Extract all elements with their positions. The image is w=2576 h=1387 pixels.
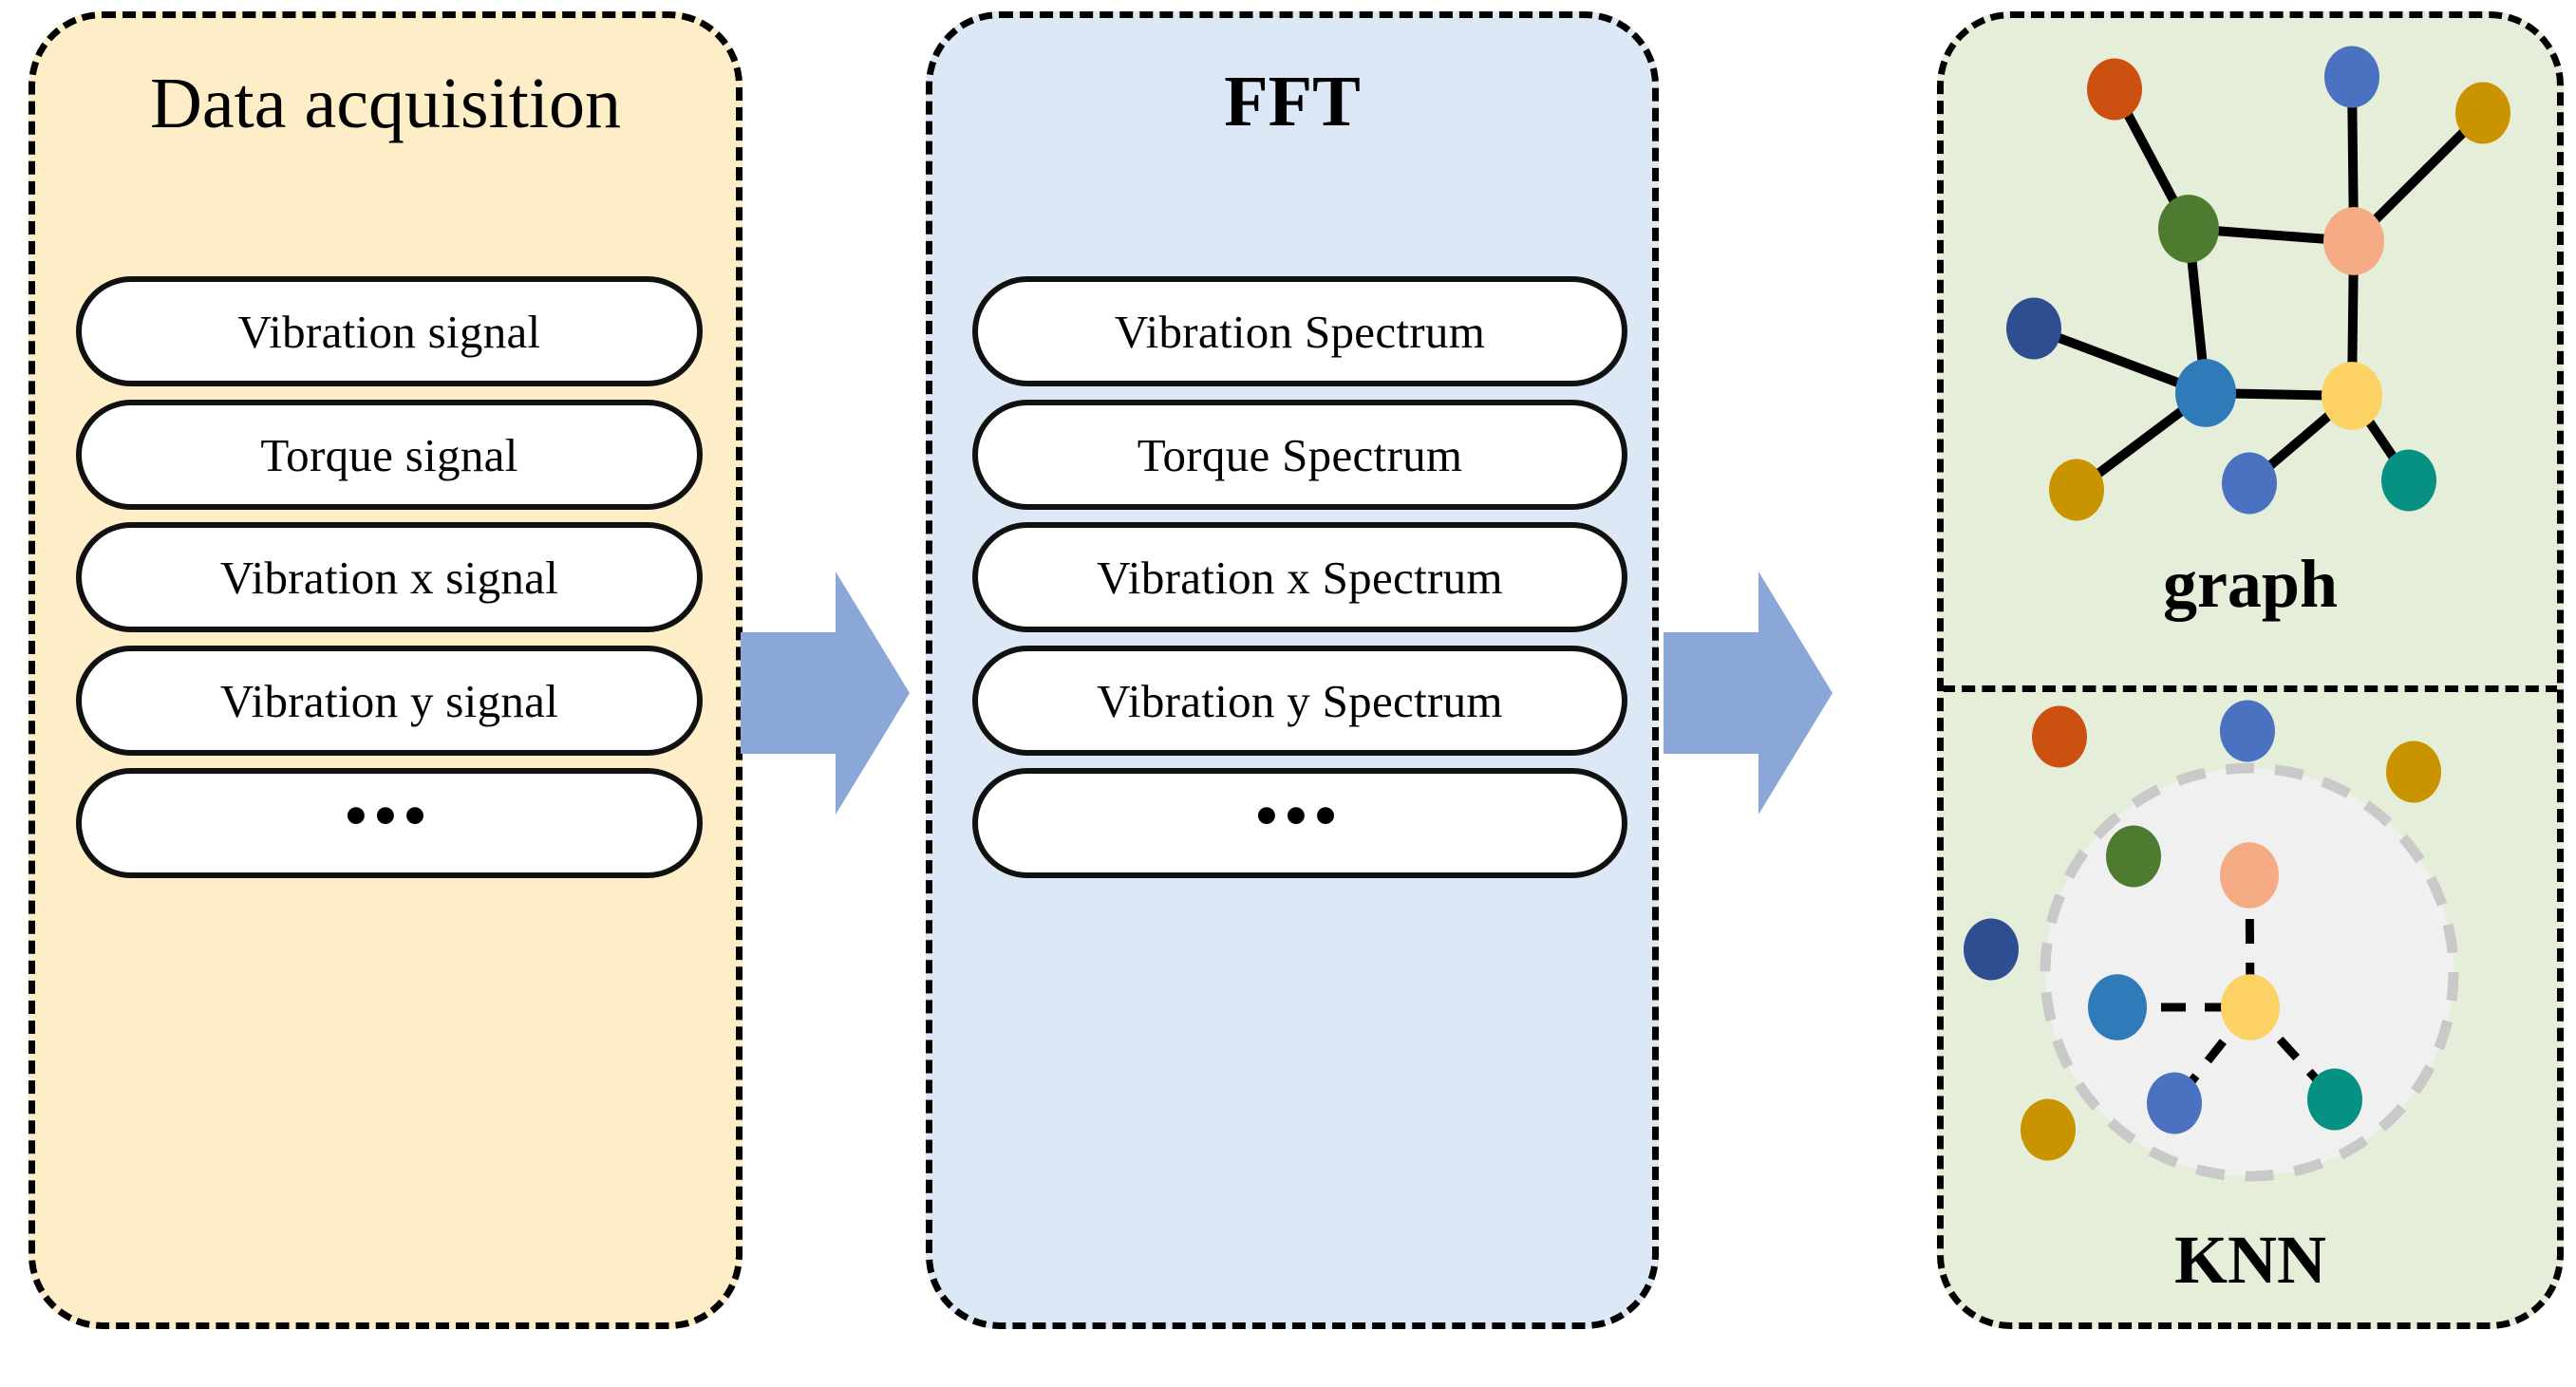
pill-label: Vibration y Spectrum bbox=[1097, 674, 1503, 727]
graph-nodes bbox=[2006, 46, 2510, 521]
pill-vibration-y-spectrum[interactable]: Vibration y Spectrum bbox=[972, 646, 1627, 756]
pill-vibration-x-signal[interactable]: Vibration x signal bbox=[76, 522, 703, 632]
graph-node-forest bbox=[2106, 825, 2161, 888]
panel-title-fft: FFT bbox=[1224, 62, 1361, 141]
graph-node-salmon bbox=[2323, 207, 2384, 275]
graph-node-yellow bbox=[2221, 974, 2280, 1040]
panel-title-data-acquisition: Data acquisition bbox=[150, 64, 621, 143]
graph-node-navy bbox=[2006, 297, 2061, 360]
graph-node-rust bbox=[2087, 58, 2142, 121]
graph-node-blue-bot bbox=[2147, 1072, 2202, 1134]
graph-node-steel bbox=[2175, 359, 2236, 427]
graph-node-ochre-bot bbox=[2021, 1098, 2076, 1161]
pill-vibration-x-spectrum[interactable]: Vibration x Spectrum bbox=[972, 522, 1627, 632]
graph-node-yellow bbox=[2322, 362, 2382, 430]
graph-node-ochre-top bbox=[2455, 82, 2510, 144]
pill-label: Vibration signal bbox=[237, 305, 541, 358]
graph-node-ochre-bot bbox=[2049, 459, 2104, 521]
graph-node-cornflower bbox=[2324, 46, 2379, 108]
graph-section-label: graph bbox=[2162, 546, 2339, 622]
graph-node-navy bbox=[1964, 918, 2019, 981]
graph-edges bbox=[2032, 76, 2487, 494]
pill-label: Vibration x signal bbox=[219, 551, 559, 604]
knn-section-label: KNN bbox=[2174, 1222, 2326, 1298]
graph-node-salmon bbox=[2220, 842, 2279, 909]
ellipsis-icon: ••• bbox=[1255, 781, 1344, 851]
pill-ellipsis-acquisition[interactable]: ••• bbox=[76, 768, 703, 878]
pill-label: Vibration y signal bbox=[219, 674, 559, 727]
graph-knn-divider bbox=[1944, 685, 2557, 692]
pill-ellipsis-fft[interactable]: ••• bbox=[972, 768, 1627, 878]
knn-nodes bbox=[1964, 700, 2441, 1161]
panel-graph-knn: graph KNN bbox=[1937, 11, 2564, 1329]
graph-node-blue-bot bbox=[2222, 452, 2277, 515]
graph-node-forest bbox=[2158, 195, 2219, 263]
panel-data-acquisition: Data acquisition Vibration signal Torque… bbox=[28, 11, 743, 1329]
pill-label: Vibration x Spectrum bbox=[1097, 551, 1503, 604]
graph-network-diagram bbox=[2006, 46, 2510, 521]
pill-vibration-y-signal[interactable]: Vibration y signal bbox=[76, 646, 703, 756]
graph-node-steel bbox=[2088, 974, 2147, 1040]
pill-vibration-spectrum[interactable]: Vibration Spectrum bbox=[972, 276, 1627, 386]
graph-node-teal bbox=[2381, 449, 2436, 512]
graph-node-teal bbox=[2307, 1068, 2362, 1131]
graph-node-ochre-top bbox=[2386, 740, 2441, 803]
pill-vibration-signal[interactable]: Vibration signal bbox=[76, 276, 703, 386]
graph-node-cornflower bbox=[2220, 700, 2275, 762]
pill-torque-signal[interactable]: Torque signal bbox=[76, 400, 703, 510]
pill-label: Torque signal bbox=[260, 428, 518, 481]
pill-label: Torque Spectrum bbox=[1137, 428, 1463, 481]
acquisition-to-fft-arrow bbox=[741, 572, 910, 815]
knn-diagram bbox=[1964, 700, 2459, 1182]
graph-node-rust bbox=[2032, 705, 2087, 768]
panel-fft: FFT Vibration Spectrum Torque Spectrum V… bbox=[926, 11, 1659, 1329]
ellipsis-icon: ••• bbox=[345, 781, 434, 851]
fft-to-graph-arrow bbox=[1664, 572, 1833, 815]
pill-label: Vibration Spectrum bbox=[1114, 305, 1486, 358]
pill-torque-spectrum[interactable]: Torque Spectrum bbox=[972, 400, 1627, 510]
